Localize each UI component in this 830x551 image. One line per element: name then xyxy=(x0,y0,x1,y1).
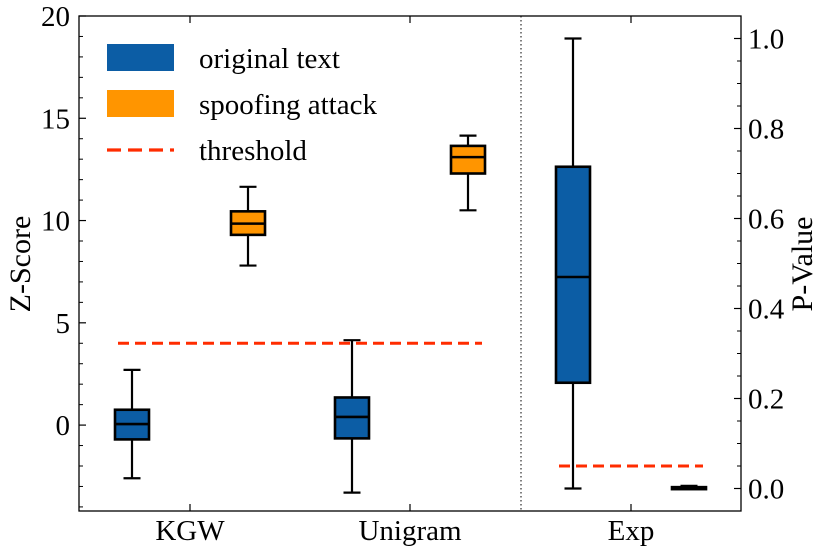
box-spoofing-attack-unigram xyxy=(449,134,487,212)
plot-frame xyxy=(78,15,742,512)
legend-swatch xyxy=(107,90,174,117)
x-tick-label: Exp xyxy=(608,515,655,547)
x-axis: KGW Unigram Exp xyxy=(155,16,654,547)
legend: original text spoofing attack threshold xyxy=(107,43,377,167)
threshold-lines xyxy=(118,341,703,468)
left-tick-label: 0 xyxy=(56,410,71,442)
right-tick-label: 0.6 xyxy=(748,204,784,236)
right-tick-label: 0.4 xyxy=(748,294,785,326)
right-tick-label: 0.2 xyxy=(748,384,784,416)
right-tick-label: 0.0 xyxy=(748,474,784,506)
legend-swatch xyxy=(107,44,174,71)
left-tick-label: 10 xyxy=(41,206,70,238)
box-original-text-exp xyxy=(554,37,592,490)
left-tick-label: 5 xyxy=(56,308,71,340)
legend-label: spoofing attack xyxy=(199,89,377,121)
x-tick-label: KGW xyxy=(155,515,225,547)
right-tick-label: 0.8 xyxy=(748,114,784,146)
left-tick-label: 15 xyxy=(41,103,70,135)
box-spoofing-attack-exp xyxy=(670,484,708,491)
box-spoofing-attack-kgw xyxy=(229,185,267,267)
plot-border xyxy=(78,15,742,512)
boxes xyxy=(113,37,708,494)
box-original-text-kgw xyxy=(113,368,151,480)
box-body xyxy=(554,165,592,385)
box-original-text-unigram xyxy=(333,339,371,494)
box-body xyxy=(449,144,487,175)
left-axis: 0 5 10 15 20 xyxy=(41,1,86,508)
right-tick-label: 1.0 xyxy=(748,24,784,56)
right-axis: 0.0 0.2 0.4 0.6 0.8 1.0 xyxy=(734,15,785,512)
x-tick-label: Unigram xyxy=(358,515,462,547)
legend-label: threshold xyxy=(199,135,307,167)
right-axis-label: P-Value xyxy=(786,217,819,312)
left-axis-label: Z-Score xyxy=(4,216,37,313)
left-tick-label: 20 xyxy=(41,1,70,33)
legend-label: original text xyxy=(199,43,340,75)
